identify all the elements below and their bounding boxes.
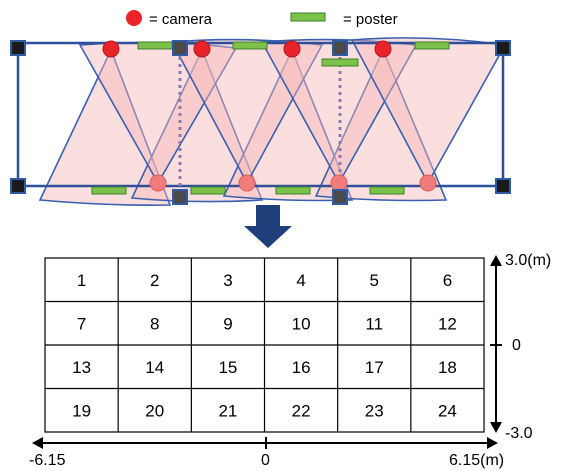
wall-marker-1	[10, 40, 26, 56]
grid-cell-label: 3	[223, 271, 232, 290]
camera-2	[193, 40, 211, 58]
grid-cell-label: 22	[292, 401, 311, 420]
posters	[91, 41, 450, 195]
grid-cell-label: 11	[365, 314, 383, 333]
grid-cell-label: 10	[292, 314, 311, 333]
camera-legend-label: = camera	[149, 11, 213, 28]
camera-1	[102, 40, 120, 58]
camera-fov-2	[130, 47, 264, 203]
grid-cell-label: 8	[150, 314, 159, 333]
x-axis-arrow-right	[487, 437, 498, 449]
x-axis-right-label: 6.15(m)	[449, 452, 504, 469]
poster-3	[321, 58, 359, 67]
poster-1	[137, 41, 173, 50]
poster-4	[414, 41, 450, 50]
grid-cell-label: 6	[443, 271, 452, 290]
room-top-view	[10, 37, 511, 206]
grid-cell-label: 20	[145, 401, 164, 420]
y-axis-zero-label: 0	[512, 337, 521, 354]
corner-markers	[10, 40, 511, 205]
grid-cell-label: 21	[218, 401, 237, 420]
axes: 3.0(m) 0 -3.0 -6.15 0 6.15(m)	[29, 252, 551, 469]
wall-marker-8	[332, 189, 348, 205]
camera-fov-1	[38, 47, 172, 206]
camera-legend-icon	[126, 10, 142, 26]
grid-cell-label: 4	[296, 271, 305, 290]
poster-6	[190, 186, 226, 195]
grid-cell-label: 16	[292, 358, 311, 377]
grid-cell-label: 2	[150, 271, 159, 290]
y-axis-arrow-top	[490, 255, 502, 266]
wall-marker-3	[10, 178, 26, 194]
grid-cell-label: 9	[223, 314, 232, 333]
grid-cell-label: 12	[438, 314, 457, 333]
grid-cell-label: 1	[77, 271, 86, 290]
legend: = camera = poster	[126, 10, 398, 28]
grid-cell-label: 15	[218, 358, 237, 377]
grid-cell-label: 17	[365, 358, 384, 377]
camera-6	[238, 174, 256, 192]
camera-3	[283, 40, 301, 58]
grid-cell-label: 5	[370, 271, 379, 290]
camera-8	[419, 174, 437, 192]
poster-7	[275, 186, 311, 195]
down-arrow-icon	[244, 205, 292, 248]
grid-cell-label: 19	[72, 401, 91, 420]
grid-cell-label: 13	[72, 358, 91, 377]
grid-cell-label: 14	[145, 358, 164, 377]
wall-marker-4	[495, 178, 511, 194]
wall-marker-2	[495, 40, 511, 56]
down-arrow	[244, 205, 292, 248]
wall-marker-5	[172, 40, 188, 56]
grid-cell-label: 24	[438, 401, 457, 420]
camera-4	[374, 40, 392, 58]
camera-7	[330, 174, 348, 192]
camera-fov-4	[314, 48, 448, 202]
poster-legend-label: = poster	[343, 11, 398, 28]
poster-2	[232, 41, 268, 50]
grid-cell-label: 18	[438, 358, 457, 377]
poster-legend-icon	[290, 12, 326, 22]
cameras	[102, 40, 437, 192]
x-axis-arrow-left	[32, 437, 43, 449]
wall-marker-7	[172, 189, 188, 205]
x-axis-zero-label: 0	[261, 452, 270, 469]
poster-8	[369, 186, 405, 195]
marker-alignment-lines	[178, 50, 342, 196]
grid-cell-label: 7	[77, 314, 86, 333]
wall-marker-6	[332, 40, 348, 56]
y-axis-arrow-bottom	[490, 422, 502, 433]
y-axis-bottom-label: -3.0	[505, 425, 533, 442]
grid-cell-label: 23	[365, 401, 384, 420]
camera-5	[149, 174, 167, 192]
x-axis-left-label: -6.15	[29, 452, 66, 469]
poster-5	[91, 186, 127, 195]
y-axis-top-label: 3.0(m)	[505, 252, 551, 269]
